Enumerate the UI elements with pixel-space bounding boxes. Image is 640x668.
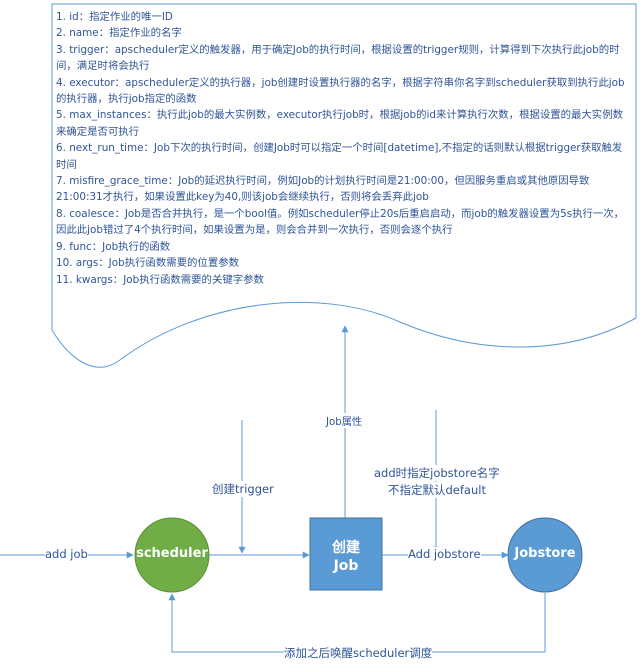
document-line: 3. trigger：apscheduler定义的触发器，用于确定Job的执行时…: [56, 43, 620, 56]
document-line: 的执行器，执行job指定的函数: [56, 93, 197, 106]
add-job-label: add job: [45, 547, 88, 561]
job-attr-label: Job属性: [326, 413, 363, 428]
add-jobstore-label: Add jobstore: [408, 547, 481, 561]
scheduler-label: scheduler: [136, 546, 208, 561]
wake-scheduler-label: 添加之后唤醒scheduler调度: [284, 645, 433, 661]
document-line: 10. args：Job执行函数需要的位置参数: [56, 257, 239, 270]
document-line: 11. kwargs：Job执行函数需要的关键字参数: [56, 273, 264, 286]
document-line: 1. id：指定作业的唯一ID: [56, 11, 173, 23]
document-line: 5. max_instances：执行此job的最大实例数，executor执行…: [56, 109, 623, 122]
document-line: 21:00:31才执行，如果设置此key为40,则该job会继续执行，否则将会丢…: [56, 191, 429, 204]
document-line: 7. misfire_grace_time：Job的延迟执行时间，例如Job的计…: [56, 175, 590, 188]
create-job-label-line2: Job: [333, 558, 359, 574]
create-job-node: [309, 517, 383, 591]
jobstore-label: Jobstore: [514, 546, 576, 561]
jobstore-note-line2: 不指定默认default: [388, 482, 486, 498]
document-text: 1. id：指定作业的唯一ID 2. name：指定作业的名字 3. trigger…: [56, 9, 634, 288]
create-job-label-line1: 创建: [332, 540, 360, 556]
document-line: 2. name：指定作业的名字: [56, 27, 182, 40]
document-line: 时间: [56, 158, 77, 171]
document-line: 间，满足时将会执行: [56, 60, 150, 73]
document-line: 来确定是否可执行: [56, 125, 140, 138]
document-line: 6. next_run_time：Job下次的执行时间，创建Job时可以指定一个…: [56, 142, 623, 155]
wake-scheduler-arrow: [168, 593, 546, 653]
create-trigger-label: 创建trigger: [212, 481, 274, 497]
jobstore-note-line1: add时指定jobstore名字: [374, 465, 500, 481]
scheduler-node: [134, 517, 210, 593]
document-line: 8. coalesce：Job是否合并执行，是一个bool值。例如schedul…: [56, 207, 625, 220]
jobstore-node: [507, 517, 583, 593]
document-line: 4. executor：apscheduler定义的执行器，job创建时设置执行…: [56, 76, 625, 89]
document-shape: [51, 3, 637, 368]
document-line: 因此此job错过了4个执行时间，如果设置为是，则会合并到一次执行，否则会逐个执行: [56, 224, 453, 237]
document-line: 9. func：Job执行的函数: [56, 240, 171, 253]
